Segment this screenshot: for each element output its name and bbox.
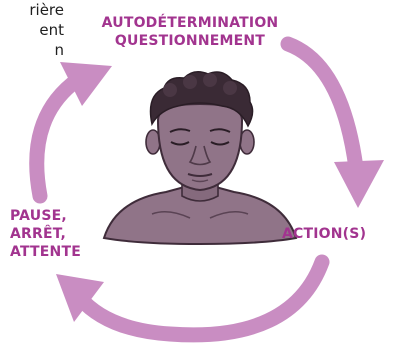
cropped-text-line: rière xyxy=(29,1,64,19)
cropped-text-line: n xyxy=(54,41,64,59)
stage-label-line: AUTODÉTERMINATION xyxy=(101,15,279,31)
stage-label-autodetermination: AUTODÉTERMINATION QUESTIONNEMENT xyxy=(74,14,306,50)
stage-label-line: ATTENTE xyxy=(10,244,81,260)
stage-label-line: ARRÊT, xyxy=(10,226,67,242)
arrow-top-right xyxy=(280,36,384,208)
stage-label-line: ACTION(S) xyxy=(282,226,367,242)
stage-label-pause: PAUSE, ARRÊT, ATTENTE xyxy=(10,207,90,261)
stage-label-line: PAUSE, xyxy=(10,208,67,224)
arrow-bottom xyxy=(56,254,330,343)
cropped-text-line: ent xyxy=(39,21,64,39)
arrow-left xyxy=(29,62,112,204)
stage-label-line: QUESTIONNEMENT xyxy=(114,33,266,49)
person-illustration xyxy=(102,71,298,246)
stage-label-action: ACTION(S) xyxy=(282,225,382,243)
cropped-text: rière ent n xyxy=(0,0,64,60)
